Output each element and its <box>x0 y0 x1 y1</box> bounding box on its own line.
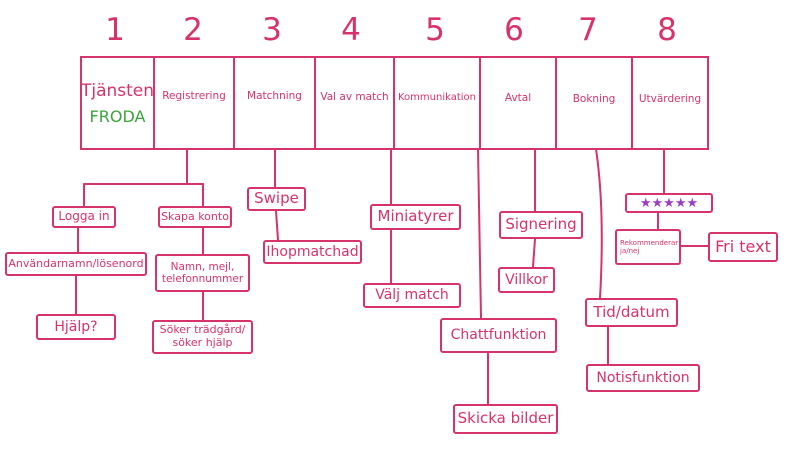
step-number-8: 8 <box>657 12 677 48</box>
step-number-5: 5 <box>425 12 445 48</box>
node-tid-datum: Tid/datum <box>585 298 678 327</box>
step-cell-val-av-match: Val av match <box>315 58 394 148</box>
node-logga-in: Logga in <box>52 206 116 228</box>
node-rekommenderar: Rekommenderar ja/nej <box>615 229 681 265</box>
step-cell-registrering: Registrering <box>154 58 234 148</box>
node-miniatyrer: Miniatyrer <box>370 204 461 230</box>
step-cell-matchning: Matchning <box>234 58 315 148</box>
step-label-matchning: Matchning <box>247 90 302 102</box>
rating-stars-icon: ★★★★★ <box>625 193 713 213</box>
step-number-7: 7 <box>578 12 598 48</box>
step-label-bokning: Bokning <box>572 93 616 105</box>
step-label-registrering: Registrering <box>162 90 226 102</box>
step-cell-utvardering: Utvärdering <box>632 58 708 148</box>
step-label-kommunikation: Kommunikation <box>397 91 476 103</box>
node-soker: Söker trädgård/ söker hjälp <box>152 320 253 354</box>
step-label-avtal: Avtal <box>504 92 532 104</box>
step-cell-avtal: Avtal <box>480 58 556 148</box>
step-number-3: 3 <box>262 12 282 48</box>
node-namn-mejl: Namn, mejl, telefonnummer <box>155 254 250 292</box>
step-number-6: 6 <box>504 12 524 48</box>
step-cell-tjansten: Tjänsten FRODA <box>81 58 154 148</box>
step-number-1: 1 <box>105 12 125 48</box>
step-number-2: 2 <box>183 12 203 48</box>
node-fri-text: Fri text <box>708 232 778 262</box>
node-notisfunktion: Notisfunktion <box>586 364 700 392</box>
step-label-tjansten: Tjänsten <box>80 80 155 101</box>
node-skapa-konto: Skapa konto <box>158 206 232 228</box>
node-valj-match: Välj match <box>363 283 461 308</box>
step-label-utvardering: Utvärdering <box>638 93 702 105</box>
node-anvandarnamn: Användarnamn/lösenord <box>5 252 147 276</box>
node-swipe: Swipe <box>247 187 306 211</box>
step-number-4: 4 <box>341 12 361 48</box>
step-cell-bokning: Bokning <box>556 58 632 148</box>
node-skicka-bilder: Skicka bilder <box>453 404 558 434</box>
node-chattfunktion: Chattfunktion <box>440 318 557 353</box>
brand-name: FRODA <box>89 106 146 126</box>
step-label-val-av-match: Val av match <box>320 91 389 103</box>
step-cell-kommunikation: Kommunikation <box>394 58 480 148</box>
node-hjalp: Hjälp? <box>36 314 116 340</box>
node-villkor: Villkor <box>498 267 555 293</box>
node-signering: Signering <box>499 211 583 239</box>
node-ihopmatchad: Ihopmatchad <box>263 240 362 264</box>
